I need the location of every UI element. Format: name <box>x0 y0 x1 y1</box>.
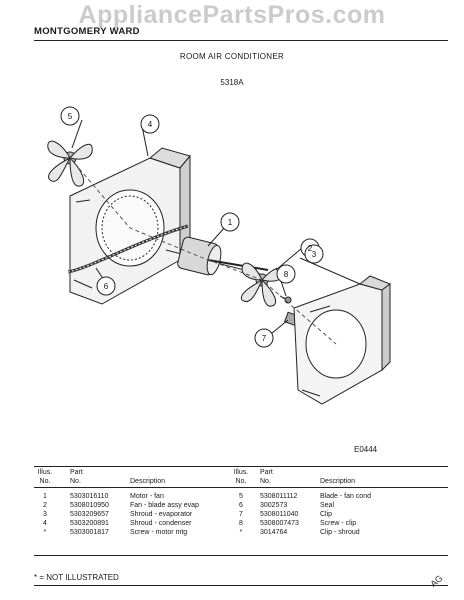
callout-7 <box>254 328 274 348</box>
row-description: Motor - fan <box>130 493 164 500</box>
callout-5 <box>60 106 80 126</box>
condenser-shroud <box>69 147 191 305</box>
row-part-no: 3014764 <box>260 529 288 536</box>
callout-label-3: 3 <box>312 250 317 259</box>
row-part-no: 5303016110 <box>70 493 109 500</box>
row-illus-no: 1 <box>43 493 47 500</box>
page-title: ROOM AIR CONDITIONER <box>179 52 285 61</box>
table-row: 2 5308010950 Fan - blade assy evap 6 300… <box>34 501 448 510</box>
table-header-rule <box>34 487 448 488</box>
table-row: 1 5303016110 Motor - fan 5 5308011112 Bl… <box>34 492 448 501</box>
header-illus-no-1: No. <box>39 478 51 485</box>
callout-3-shown <box>304 244 324 264</box>
row-part-no: 3002573 <box>260 502 288 509</box>
callout-label-7: 7 <box>262 334 267 343</box>
footnote: * = NOT ILLUSTRATED <box>34 573 119 582</box>
row-description: Shroud - evaporator <box>130 511 193 518</box>
row-description: Shroud - condenser <box>130 520 192 527</box>
row-description: Clip - shroud <box>320 529 360 536</box>
header-part-no-1: No. <box>70 478 81 485</box>
parts-table: Illus. No. Part No. Description Illus. N… <box>34 466 448 556</box>
row-description: Clip <box>320 511 333 518</box>
footer-rule <box>34 585 448 586</box>
row-description: Screw - clip <box>320 520 357 527</box>
table-row: 4 5303200891 Shroud - condenser 8 530800… <box>34 519 448 528</box>
header-part-2: Part <box>260 469 273 476</box>
callout-label-5: 5 <box>68 112 73 121</box>
row-illus-no: 4 <box>43 520 47 527</box>
exploded-parts-diagram: 5 4 1 2 3 8 7 6 <box>47 106 392 405</box>
corner-mark: AG <box>428 572 445 590</box>
header-illus-2: Illus. <box>233 469 249 476</box>
table-top-rule <box>34 466 448 467</box>
callout-label-4: 4 <box>148 120 153 129</box>
callout-1 <box>220 212 240 232</box>
row-illus-no: 7 <box>239 511 243 518</box>
diagram-code: E0444 <box>354 445 378 454</box>
fan-motor <box>165 236 269 276</box>
callout-8 <box>276 264 296 284</box>
row-description: Seal <box>320 502 335 509</box>
condenser-fan-blade <box>47 140 93 187</box>
row-part-no: 5308007473 <box>260 520 299 527</box>
row-part-no: 5303209657 <box>70 511 109 518</box>
header-part-no-2: No. <box>260 478 271 485</box>
header-rule <box>34 40 448 41</box>
row-illus-no: 3 <box>43 511 47 518</box>
table-bottom-rule <box>34 555 448 556</box>
row-illus-no: 5 <box>239 493 243 500</box>
header-illus-1: Illus. <box>37 469 53 476</box>
table-body: 1 5303016110 Motor - fan 5 5308011112 Bl… <box>34 488 448 555</box>
header-desc-2: Description <box>320 478 356 485</box>
callout-4 <box>140 114 160 134</box>
callout-label-2: 2 <box>308 244 313 253</box>
row-description: Fan - blade assy evap <box>130 502 199 509</box>
row-part-no: 5303200891 <box>70 520 109 527</box>
callout-label-1: 1 <box>228 218 233 227</box>
row-description: Screw - motor mtg <box>130 529 188 536</box>
table-header: Illus. No. Part No. Description Illus. N… <box>34 467 448 487</box>
model-number: 5318A <box>220 78 244 87</box>
row-illus-no: 2 <box>43 502 47 509</box>
table-row: 3 5303209657 Shroud - evaporator 7 53080… <box>34 510 448 519</box>
row-illus-no: 8 <box>239 520 243 527</box>
row-part-no: 5308011112 <box>260 493 298 500</box>
evaporator-shroud <box>293 275 392 405</box>
row-part-no: 5303001817 <box>70 529 109 536</box>
row-illus-no: 6 <box>239 502 243 509</box>
header-illus-no-2: No. <box>235 478 247 485</box>
callout-label-8: 8 <box>284 270 289 279</box>
brand-name: MONTGOMERY WARD <box>34 26 140 37</box>
row-illus-no: * <box>43 529 47 536</box>
row-part-no: 5308010950 <box>70 502 109 509</box>
row-part-no: 5308011040 <box>260 511 299 518</box>
callout-6 <box>96 276 116 296</box>
callout-label-6: 6 <box>104 282 109 291</box>
row-illus-no: * <box>239 529 243 536</box>
header-desc-1: Description <box>130 478 166 485</box>
table-row: * 5303001817 Screw - motor mtg * 3014764… <box>34 528 448 537</box>
row-description: Blade - fan cond <box>320 493 371 500</box>
header-part-1: Part <box>70 469 83 476</box>
